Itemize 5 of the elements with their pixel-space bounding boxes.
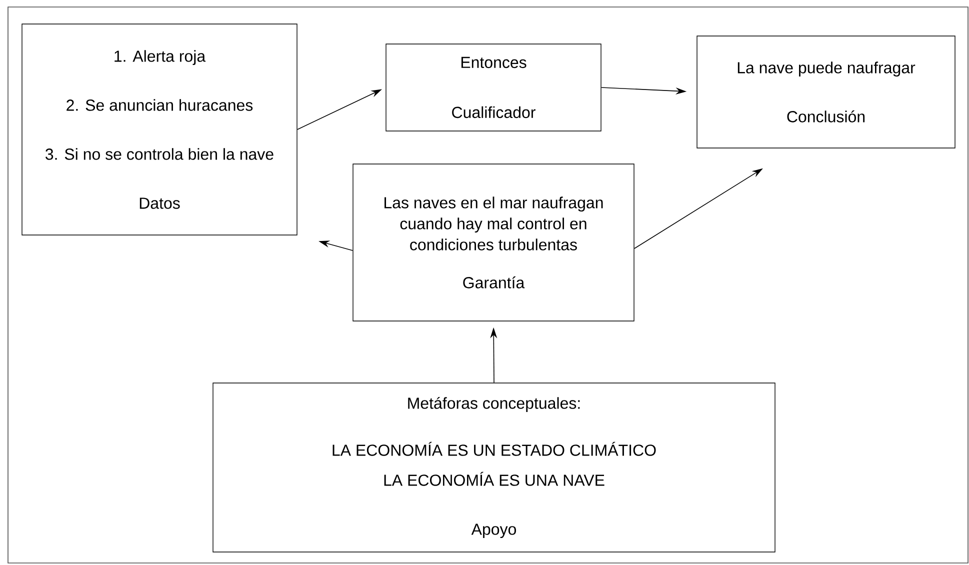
- text-box: Metáforas conceptuales: LA ECONOMÍA ES UN ESTADO CLIMÁTICO LA ECONOMÍA ES UNA NAVE Apoyo: [212, 382, 776, 552]
- text-box: Entonces Cualificador: [386, 44, 602, 132]
- text-box: La nave puede naufragar Conclusión: [696, 36, 956, 148]
- text-box: 1. Alerta roja 2. Se anuncian huracanes 3. Si no se controla bien la nave Datos: [22, 24, 298, 236]
- text-box: Las naves en el mar naufragan cuando hay mal control en condiciones turbulentas Garantía: [352, 164, 634, 322]
